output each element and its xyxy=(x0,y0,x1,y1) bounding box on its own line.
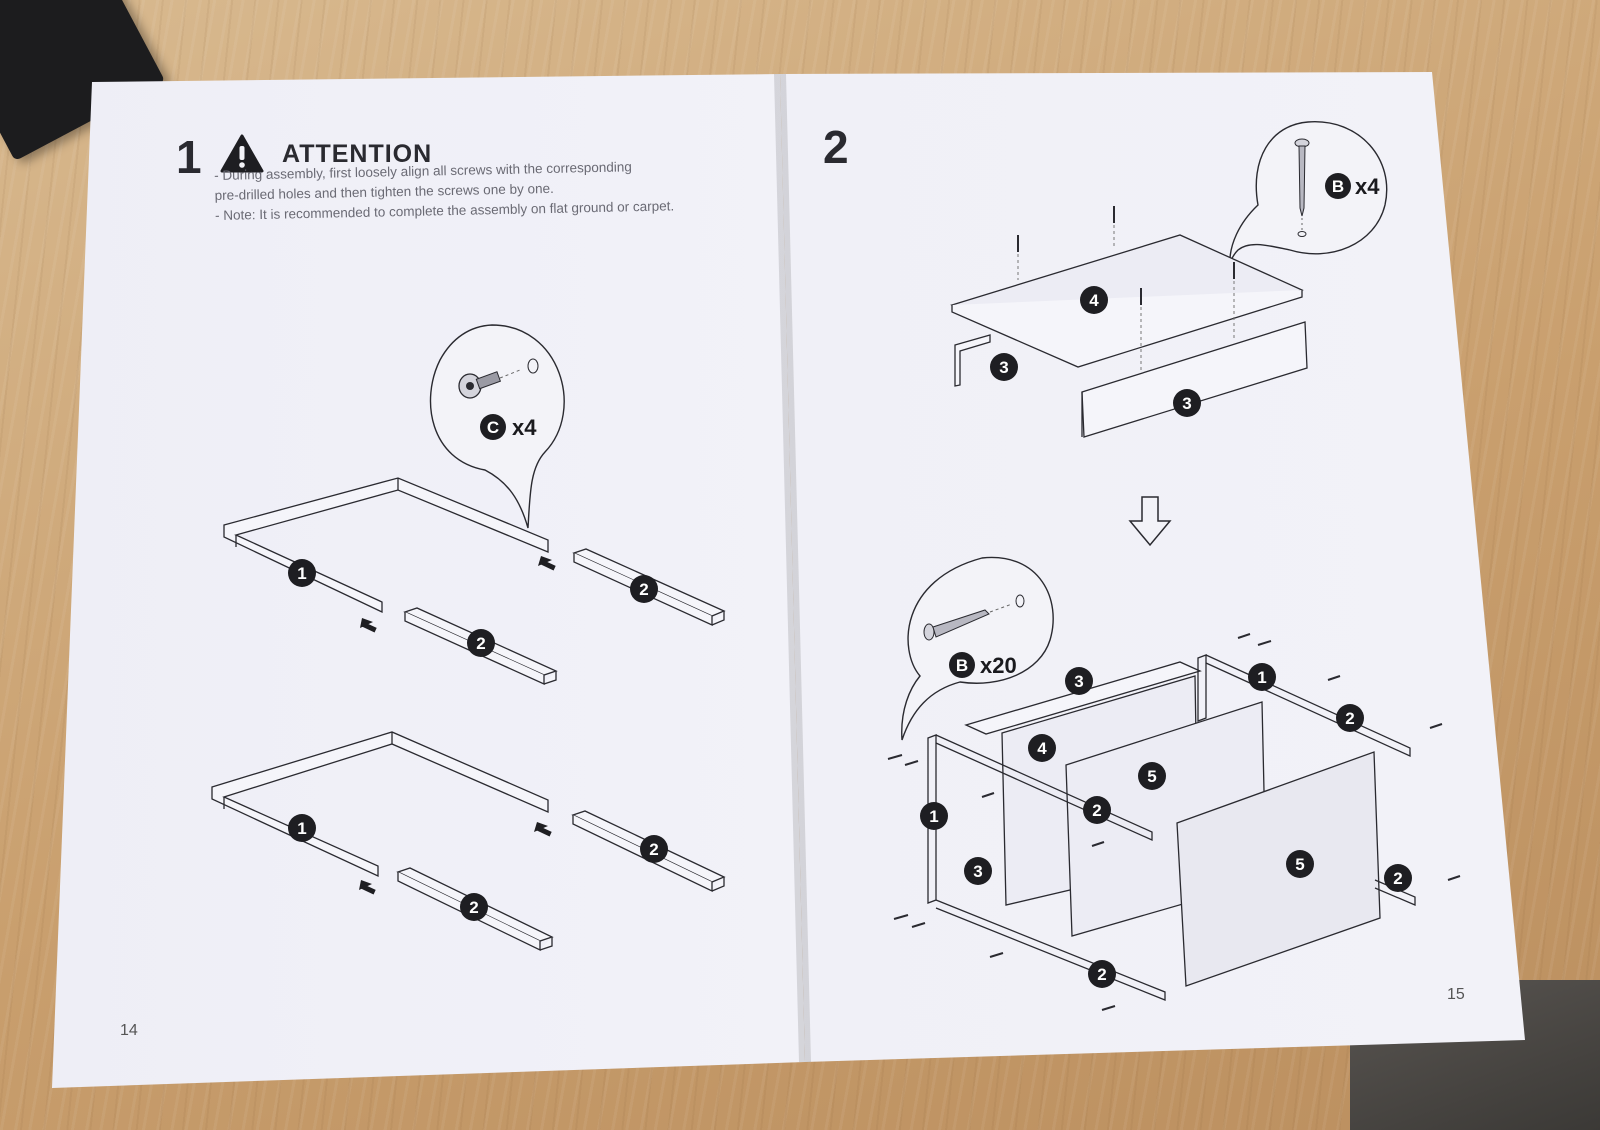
svg-text:2: 2 xyxy=(1393,869,1402,888)
page-number-left: 14 xyxy=(120,1022,138,1039)
step-2-callout-bottom: B x20 xyxy=(901,556,1054,741)
svg-text:3: 3 xyxy=(1182,394,1191,413)
step-1-callout-c: C x4 xyxy=(429,324,565,529)
part-c-letter: C xyxy=(487,418,499,437)
svg-text:1: 1 xyxy=(929,807,938,826)
svg-text:3: 3 xyxy=(973,862,982,881)
svg-text:2: 2 xyxy=(1345,709,1354,728)
step-2-cabinet-panels xyxy=(964,661,1381,987)
arrow-down-icon xyxy=(1128,496,1172,547)
svg-text:3: 3 xyxy=(999,358,1008,377)
svg-text:3: 3 xyxy=(1074,672,1083,691)
step-2-cabinet-screws xyxy=(887,633,1461,1011)
part-c-badge xyxy=(480,414,506,440)
svg-text:2: 2 xyxy=(476,634,485,653)
screw-b-icon xyxy=(1294,138,1310,237)
part-b-letter-bottom: B xyxy=(956,656,968,675)
svg-text:2: 2 xyxy=(649,840,658,859)
step-2-number: 2 xyxy=(823,121,849,173)
part-b-quantity-top: x4 xyxy=(1355,174,1380,199)
svg-text:4: 4 xyxy=(1089,291,1099,310)
step-1-lower-arrows xyxy=(359,822,552,895)
svg-text:1: 1 xyxy=(297,564,306,583)
part-b-quantity-bottom: x20 xyxy=(980,653,1017,678)
step-2-top-panel xyxy=(950,234,1308,438)
step-2-cabinet-frames xyxy=(927,654,1416,1001)
step-2-top-labels: 4 3 3 xyxy=(990,286,1201,417)
warning-icon xyxy=(220,134,264,173)
svg-text:2: 2 xyxy=(639,580,648,599)
step-1-number: 1 xyxy=(176,131,202,183)
svg-text:1: 1 xyxy=(1257,668,1266,687)
svg-text:5: 5 xyxy=(1295,855,1304,874)
step-1-lower-labels: 1 2 2 xyxy=(288,814,668,921)
step-2-top-screws xyxy=(1017,206,1235,370)
svg-text:4: 4 xyxy=(1037,739,1047,758)
part-c-quantity: x4 xyxy=(512,415,537,440)
screw-b-large-icon xyxy=(923,594,1025,641)
step-1-upper-arrows xyxy=(360,556,556,633)
step-1-upper-labels: 1 2 2 xyxy=(288,559,658,657)
attention-heading: ATTENTION xyxy=(282,140,433,168)
svg-text:2: 2 xyxy=(1092,801,1101,820)
bolt-c-icon xyxy=(458,358,539,399)
step-2-cabinet-labels: 3 1 2 4 5 1 2 3 5 2 2 xyxy=(920,663,1412,988)
svg-text:2: 2 xyxy=(469,898,478,917)
page-number-right: 15 xyxy=(1447,986,1465,1003)
svg-text:1: 1 xyxy=(297,819,306,838)
part-b-letter-top: B xyxy=(1332,177,1344,196)
svg-text:2: 2 xyxy=(1097,965,1106,984)
svg-text:5: 5 xyxy=(1147,767,1156,786)
step-2-callout-top: B x4 xyxy=(1229,121,1388,269)
